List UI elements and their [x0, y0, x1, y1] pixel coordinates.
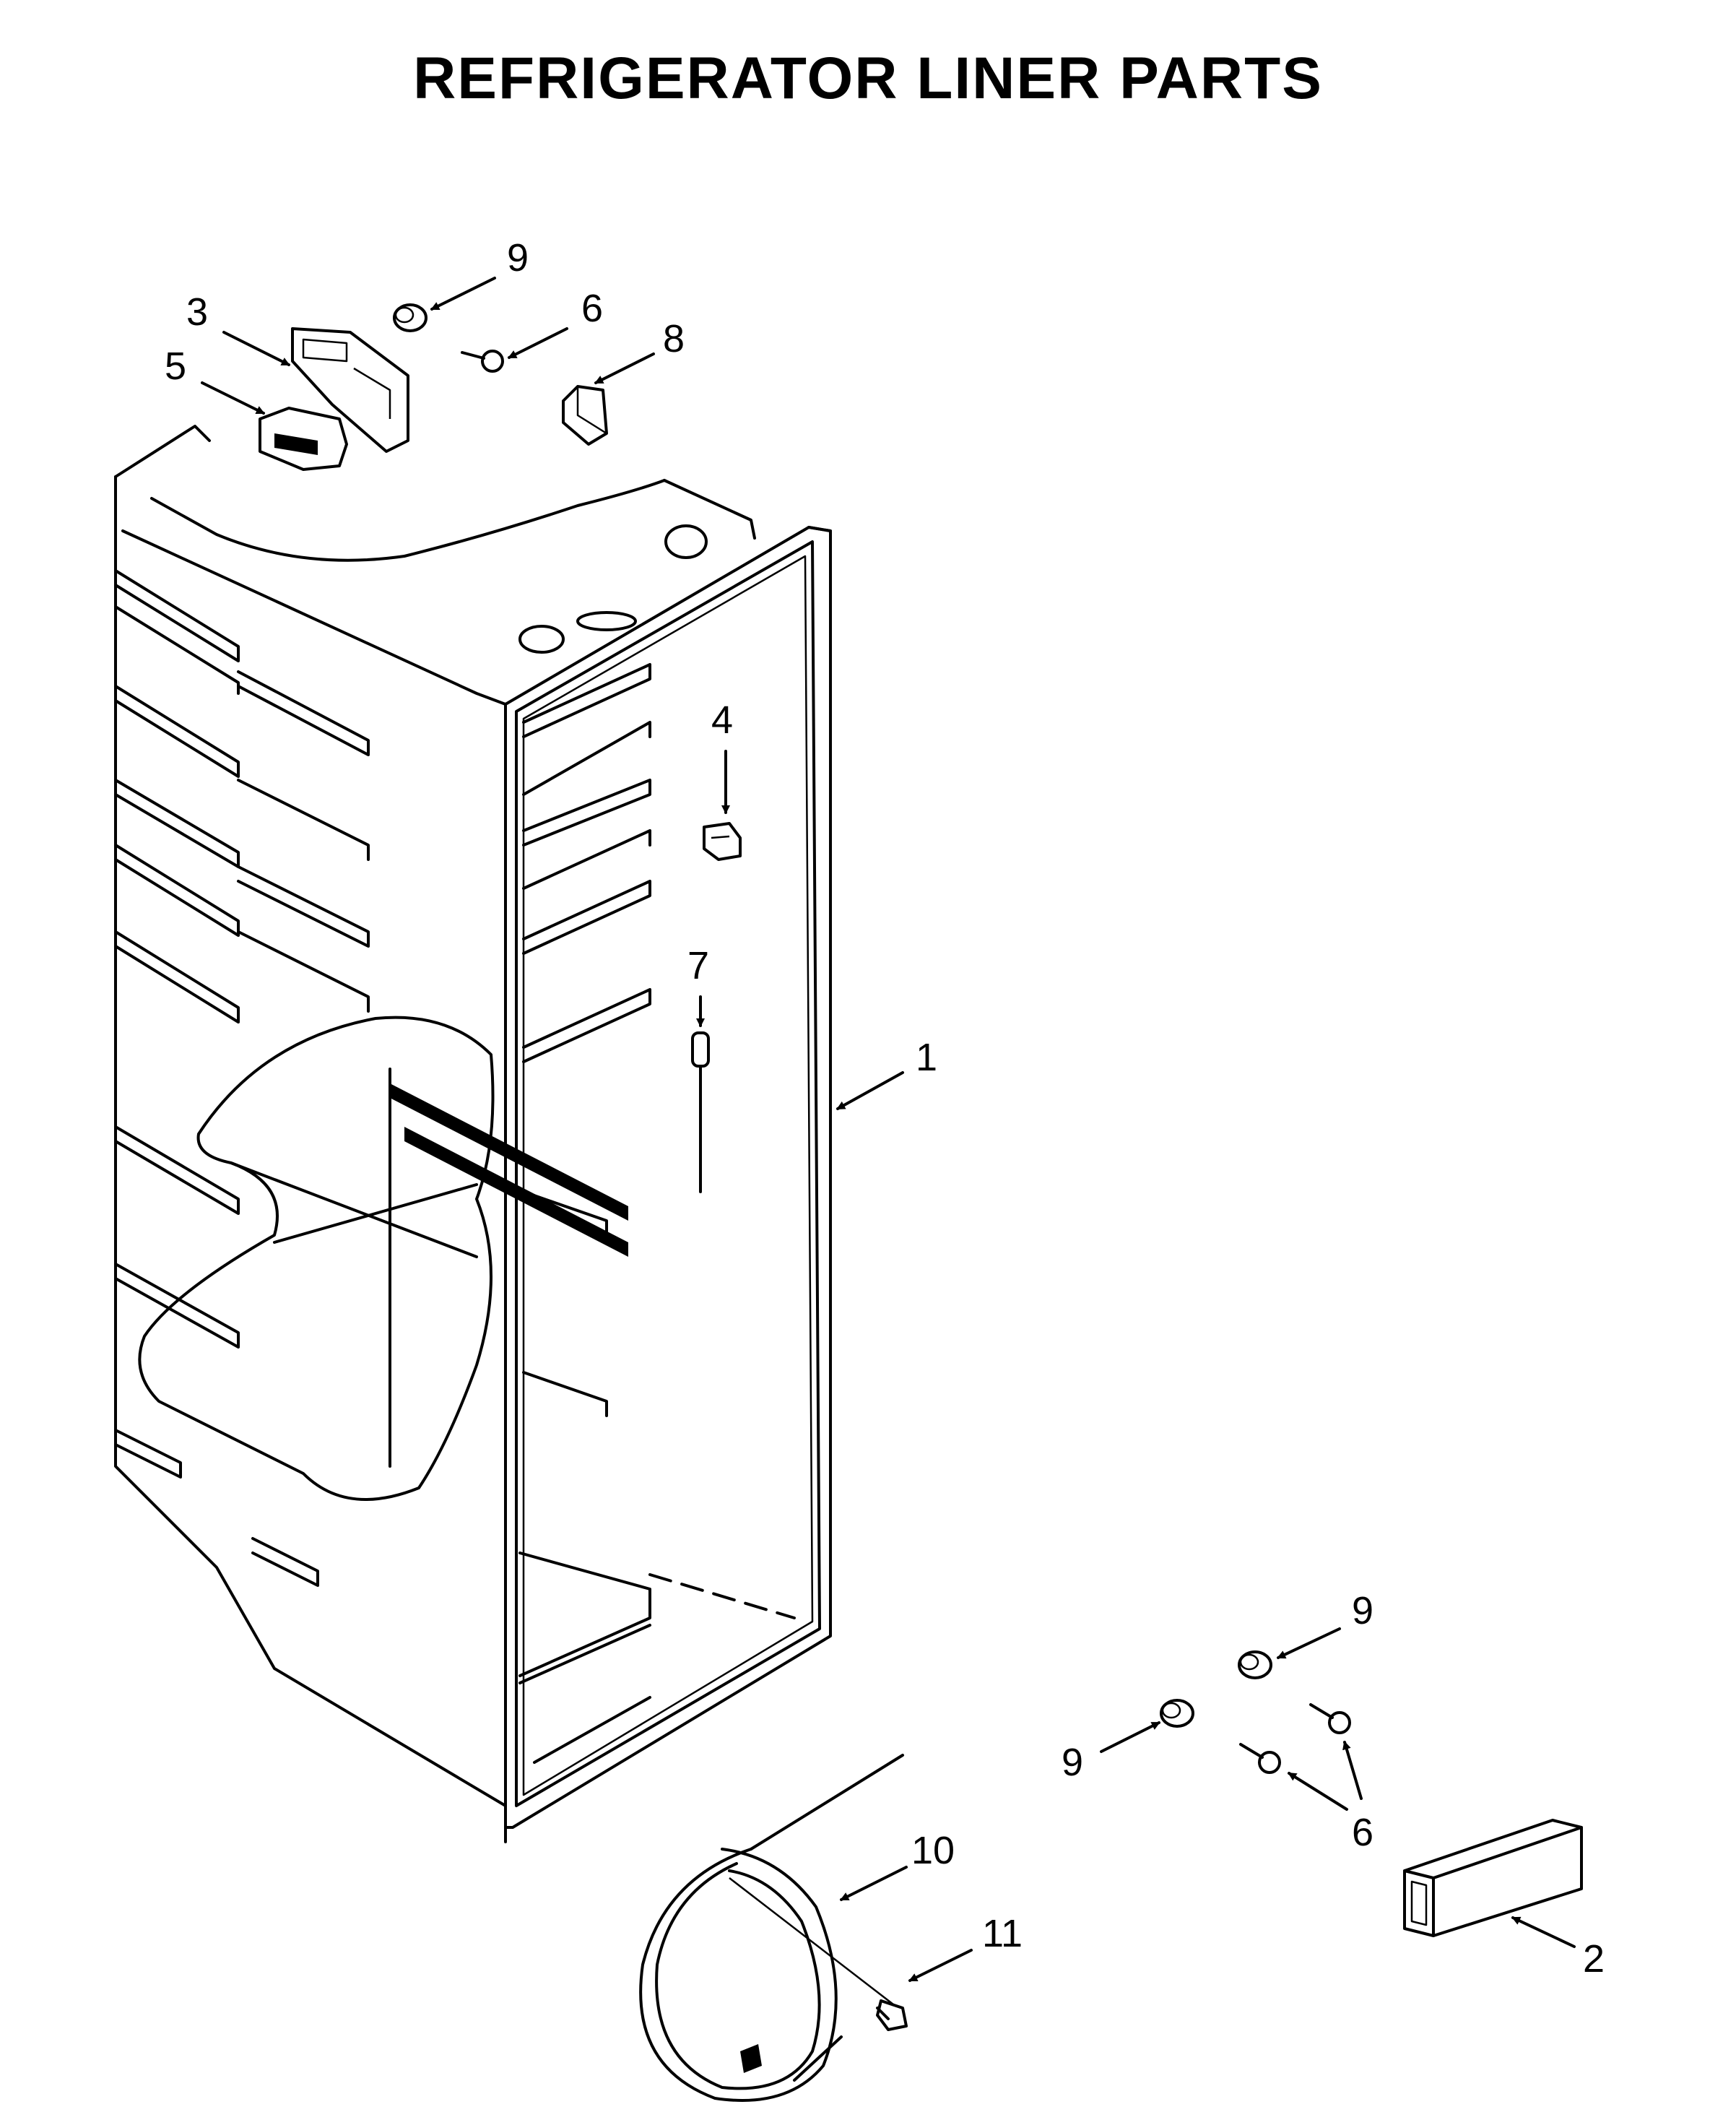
bushing	[1238, 1650, 1272, 1679]
callout-label: 8	[663, 317, 685, 360]
right-wall-shelf-rails	[522, 663, 651, 1417]
callout-label: 1	[916, 1036, 937, 1079]
callout-label: 2	[1583, 1937, 1605, 1981]
control-bracket	[291, 327, 409, 453]
callout-9-right: 9	[1277, 1589, 1373, 1659]
callout-label: 11	[982, 1912, 1023, 1955]
callout-1: 1	[836, 1036, 937, 1110]
callout-label: 10	[911, 1829, 955, 1872]
callout-3: 3	[186, 290, 290, 366]
screw	[876, 1999, 908, 2031]
callout-label: 3	[186, 290, 208, 334]
mounting-screw	[1309, 1703, 1351, 1734]
callout-7: 7	[687, 944, 709, 1027]
callout-label: 9	[1352, 1589, 1373, 1632]
bushing	[1160, 1699, 1194, 1728]
callout-label: 9	[507, 236, 529, 280]
callout-label: 6	[581, 287, 603, 330]
callout-8: 8	[594, 317, 685, 384]
callout-11: 11	[908, 1912, 1023, 1982]
liner-handle	[1403, 1819, 1583, 1937]
mounting-screw	[1239, 1743, 1281, 1774]
bushing	[393, 303, 428, 332]
callout-10: 10	[840, 1829, 955, 1901]
callout-5: 5	[165, 345, 265, 415]
callout-6-top: 6	[508, 287, 603, 359]
damper-cover	[562, 385, 608, 446]
thermistor	[691, 1031, 710, 1193]
page-title: REFRIGERATOR LINER PARTS	[413, 46, 1323, 111]
left-wall-shelf-rails	[114, 569, 370, 1587]
connector-housing	[259, 407, 348, 471]
callout-2: 2	[1511, 1916, 1605, 1981]
clip-part	[703, 822, 742, 861]
mounting-screw	[461, 350, 504, 373]
callout-9-top: 9	[430, 236, 529, 311]
callout-label: 4	[711, 698, 733, 742]
callout-4: 4	[711, 698, 733, 814]
callout-6-bottom: 6	[1288, 1741, 1373, 1854]
callout-label: 9	[1062, 1741, 1083, 1784]
tubing-coil	[639, 1754, 904, 2102]
callout-label: 5	[165, 345, 186, 388]
refrigerator-liner	[114, 425, 832, 1843]
callout-label: 6	[1352, 1811, 1373, 1854]
callout-9-left: 9	[1062, 1721, 1160, 1784]
callout-label: 7	[687, 944, 709, 987]
